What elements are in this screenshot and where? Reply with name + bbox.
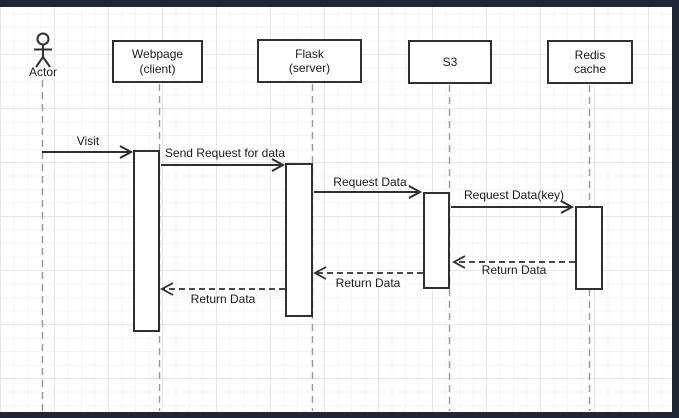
message-label-send-request: Send Request for data bbox=[164, 146, 286, 160]
message-label-return-s3-flask: Return Data bbox=[335, 276, 401, 290]
participant-label-redis: Redis cache bbox=[573, 47, 607, 76]
window-frame-right bbox=[672, 0, 679, 418]
message-arrow-visit[interactable] bbox=[42, 145, 134, 159]
window-frame-bottom bbox=[0, 412, 679, 418]
message-label-return-redis-s3: Return Data bbox=[481, 263, 547, 277]
message-arrow-send-request[interactable] bbox=[161, 158, 286, 172]
message-arrow-return-redis-s3[interactable] bbox=[452, 255, 575, 269]
participant-label-webpage: Webpage (client) bbox=[131, 47, 184, 76]
message-label-visit: Visit bbox=[76, 134, 100, 148]
message-label-return-flask-webpage: Return Data bbox=[190, 292, 256, 306]
participant-box-s3[interactable]: S3 bbox=[408, 40, 492, 84]
participant-label-s3: S3 bbox=[442, 54, 458, 69]
participant-label-actor: Actor bbox=[28, 65, 58, 79]
activation-bar-webpage[interactable] bbox=[133, 150, 160, 332]
activation-bar-redis[interactable] bbox=[575, 206, 603, 290]
window-frame-top bbox=[0, 0, 679, 7]
message-arrow-return-s3-flask[interactable] bbox=[313, 266, 423, 280]
participant-box-redis[interactable]: Redis cache bbox=[547, 40, 633, 84]
participant-box-webpage[interactable]: Webpage (client) bbox=[112, 40, 203, 83]
message-arrow-return-flask-webpage[interactable] bbox=[160, 282, 285, 296]
message-arrow-request-data-key[interactable] bbox=[451, 200, 575, 214]
participant-box-flask[interactable]: Flask (server) bbox=[257, 39, 362, 83]
message-label-request-data-key: Request Data(key) bbox=[463, 188, 565, 202]
message-arrow-request-data[interactable] bbox=[314, 185, 423, 199]
actor-figure-icon[interactable] bbox=[34, 32, 52, 68]
message-label-request-data: Request Data bbox=[333, 175, 407, 189]
activation-bar-flask[interactable] bbox=[285, 163, 313, 317]
activation-bar-s3[interactable] bbox=[423, 192, 450, 289]
participant-label-flask: Flask (server) bbox=[288, 46, 331, 75]
